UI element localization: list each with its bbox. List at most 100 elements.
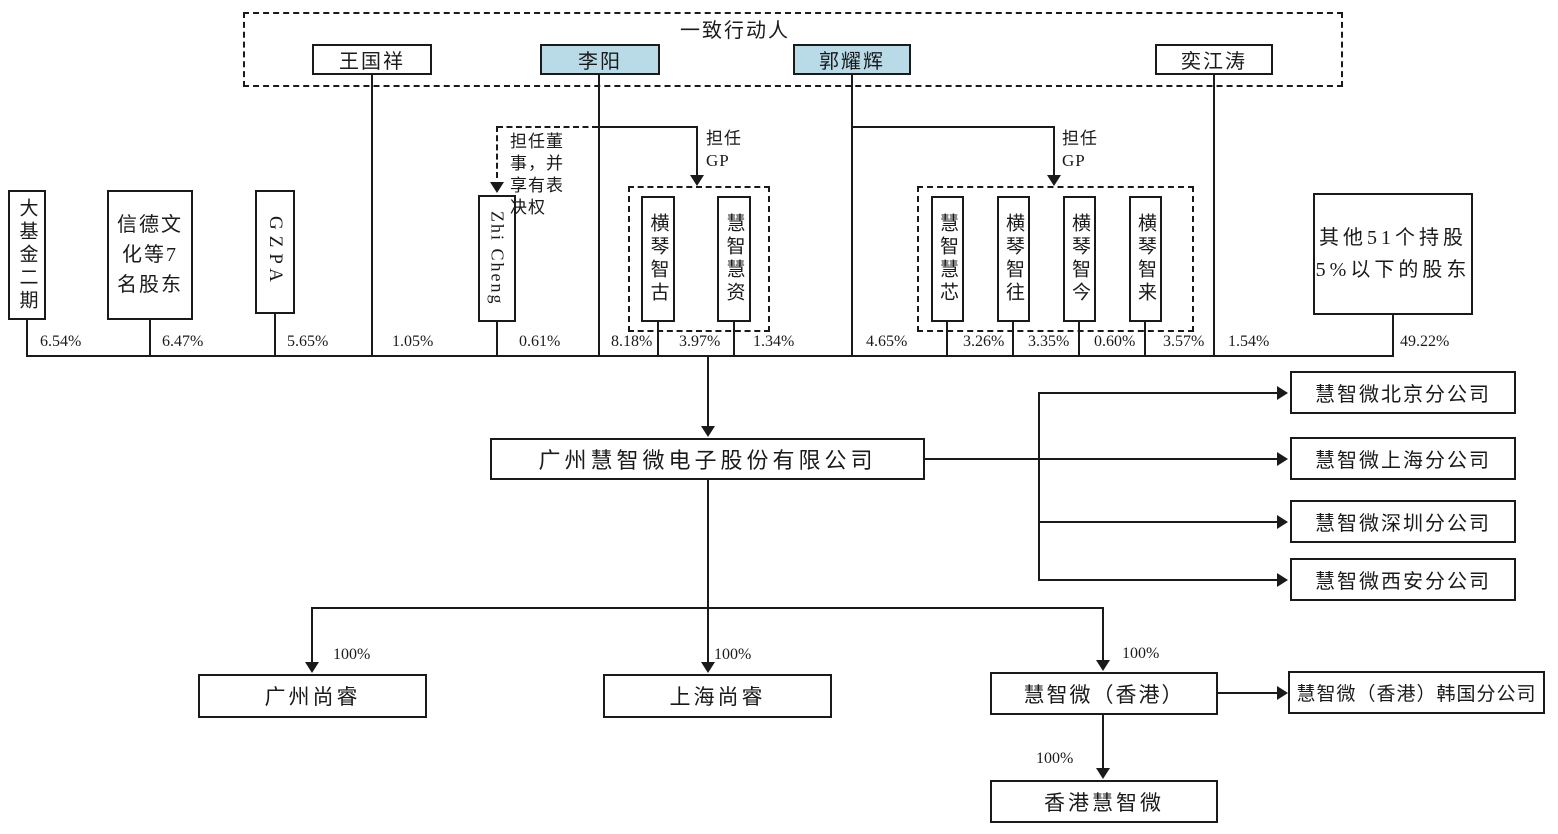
shareholder-box-dajijin: 大基金二期 xyxy=(8,190,46,320)
percent-zhijin: 0.60% xyxy=(1094,333,1136,350)
shareholder-name: 信德文 化等7 名股东 xyxy=(117,214,183,296)
percent-guangzhou-shangrui: 100% xyxy=(333,646,371,663)
percent-hk: 100% xyxy=(1122,645,1160,662)
connector-yijiangtao xyxy=(1213,75,1215,355)
drop-zhicheng xyxy=(496,322,498,355)
shareholder-box-zhicheng: Zhi Cheng xyxy=(478,195,516,322)
percent-zhigu: 3.97% xyxy=(679,333,721,350)
shareholder-box-gzpa: GZPA xyxy=(255,190,295,314)
connector-wangguoxiang xyxy=(371,75,373,355)
branch-name: 慧智微北京分公司 xyxy=(1315,384,1491,406)
concert-group-dashed-box xyxy=(243,12,1343,87)
director-note-arrow xyxy=(490,182,504,193)
connector-liyang xyxy=(598,75,600,355)
drop-shanghai-shangrui xyxy=(707,607,709,664)
subsidiary-name: 慧智微（香港） xyxy=(1023,682,1185,707)
drop-zhilai xyxy=(1144,322,1146,355)
percent-hksub: 100% xyxy=(1036,750,1074,767)
company-name: 广州慧智微电子股份有限公司 xyxy=(538,448,877,473)
branch-line-shenzhen xyxy=(1038,521,1278,523)
bus-to-company-arrow xyxy=(701,426,715,437)
branch-box-xian: 慧智微西安分公司 xyxy=(1290,558,1516,601)
branch-name: 慧智微上海分公司 xyxy=(1315,450,1491,472)
bus-to-company-line xyxy=(707,355,709,427)
subsidiary-name: 香港慧智微 xyxy=(1044,790,1164,815)
person-box-yijiangtao: 奕江涛 xyxy=(1155,44,1273,75)
hk-to-hksub-arrow xyxy=(1096,768,1110,779)
person-box-liyang: 李阳 xyxy=(540,44,660,75)
shareholder-name: 慧智慧资 xyxy=(723,213,745,305)
percent-huizi: 1.34% xyxy=(753,333,795,350)
hk-to-hksub-line xyxy=(1102,715,1104,770)
company-to-trunk-line xyxy=(925,458,1039,460)
drop-guangzhou-shangrui xyxy=(311,607,313,664)
shareholder-name: 大基金二期 xyxy=(16,197,38,313)
arrow-hk xyxy=(1096,660,1110,671)
shareholder-name: GZPA xyxy=(265,216,286,288)
shareholder-name: 慧智慧芯 xyxy=(937,213,958,305)
shareholder-box-xinde: 信德文 化等7 名股东 xyxy=(107,190,193,320)
shareholder-box-hengqin-zhiwang: 横琴智往 xyxy=(997,196,1030,322)
subsidiary-name: 广州尚睿 xyxy=(264,685,361,709)
gp1-note-text: 担任 GP xyxy=(706,129,742,171)
shareholder-name: Zhi Cheng xyxy=(487,211,508,306)
gp1-line-v xyxy=(696,126,698,176)
gp1-arrow xyxy=(690,175,704,186)
subsidiary-name: 慧智微（香港）韩国分公司 xyxy=(1296,684,1537,705)
subsidiary-box-guangzhou-shangrui: 广州尚睿 xyxy=(198,674,427,718)
percent-gzpa: 5.65% xyxy=(287,333,329,350)
drop-gzpa xyxy=(274,314,276,355)
shareholder-name: 横琴智古 xyxy=(647,213,669,305)
percent-zhicheng: 0.61% xyxy=(519,333,561,350)
drop-dajijin xyxy=(26,320,28,355)
company-box: 广州慧智微电子股份有限公司 xyxy=(490,438,925,480)
percent-zhilai: 3.57% xyxy=(1163,333,1205,350)
director-note-dashed-line-v xyxy=(496,126,498,178)
person-name: 郭耀辉 xyxy=(819,51,885,73)
drop-zhigu xyxy=(657,322,659,355)
percent-xinde: 6.47% xyxy=(162,333,204,350)
arrow-shanghai-shangrui xyxy=(701,662,715,673)
drop-zhijin xyxy=(1078,322,1080,355)
branch-box-shanghai: 慧智微上海分公司 xyxy=(1290,437,1516,480)
shareholder-box-huizhi-huixin: 慧智慧芯 xyxy=(931,196,964,322)
connector-guoyaohui xyxy=(851,75,853,355)
gp-group2-dashed-box xyxy=(917,186,1194,332)
drop-xinde xyxy=(149,320,151,355)
subsidiary-name: 上海尚睿 xyxy=(669,685,766,709)
percent-yijiangtao: 1.54% xyxy=(1228,333,1270,350)
percent-dajijin: 6.54% xyxy=(40,333,82,350)
branch-box-shenzhen: 慧智微深圳分公司 xyxy=(1290,500,1516,543)
person-name: 奕江涛 xyxy=(1181,51,1247,73)
shareholder-box-others: 其他51个持股 5%以下的股东 xyxy=(1313,193,1473,315)
drop-zhiwang xyxy=(1012,322,1014,355)
branch-line-xian xyxy=(1038,579,1278,581)
branch-trunk-line xyxy=(1038,392,1040,581)
branch-box-beijing: 慧智微北京分公司 xyxy=(1290,371,1516,414)
shareholder-box-hengqin-zhilai: 横琴智来 xyxy=(1129,196,1162,322)
branch-line-shanghai xyxy=(1038,458,1278,460)
branch-arrow-shenzhen xyxy=(1277,515,1288,529)
shareholder-name: 横琴智今 xyxy=(1069,213,1090,305)
gp2-arrow xyxy=(1047,175,1061,186)
person-name: 李阳 xyxy=(578,51,622,73)
percent-shanghai-shangrui: 100% xyxy=(714,646,752,663)
subsidiary-box-shanghai-shangrui: 上海尚睿 xyxy=(603,674,832,718)
shareholder-name: 横琴智来 xyxy=(1135,213,1156,305)
percent-liyang: 8.18% xyxy=(611,333,653,350)
person-name: 王国祥 xyxy=(339,51,405,73)
shareholder-box-hengqin-zhigu: 横琴智古 xyxy=(641,196,675,322)
percent-wangguoxiang: 1.05% xyxy=(392,333,434,350)
subsidiary-box-hk: 慧智微（香港） xyxy=(990,672,1218,715)
hk-to-korea-arrow xyxy=(1277,686,1288,700)
subsidiary-box-korea-branch: 慧智微（香港）韩国分公司 xyxy=(1288,671,1545,714)
percent-zhiwang: 3.35% xyxy=(1028,333,1070,350)
drop-others xyxy=(1392,315,1394,355)
gp2-line-h xyxy=(851,126,1055,128)
shareholder-name: 横琴智往 xyxy=(1003,213,1024,305)
subsidiary-box-hk-huizhiwei: 香港慧智微 xyxy=(990,780,1218,823)
shareholder-name: 其他51个持股 5%以下的股东 xyxy=(1315,227,1471,281)
person-box-wangguoxiang: 王国祥 xyxy=(312,44,432,75)
director-note-dashed-line-h xyxy=(497,126,598,128)
